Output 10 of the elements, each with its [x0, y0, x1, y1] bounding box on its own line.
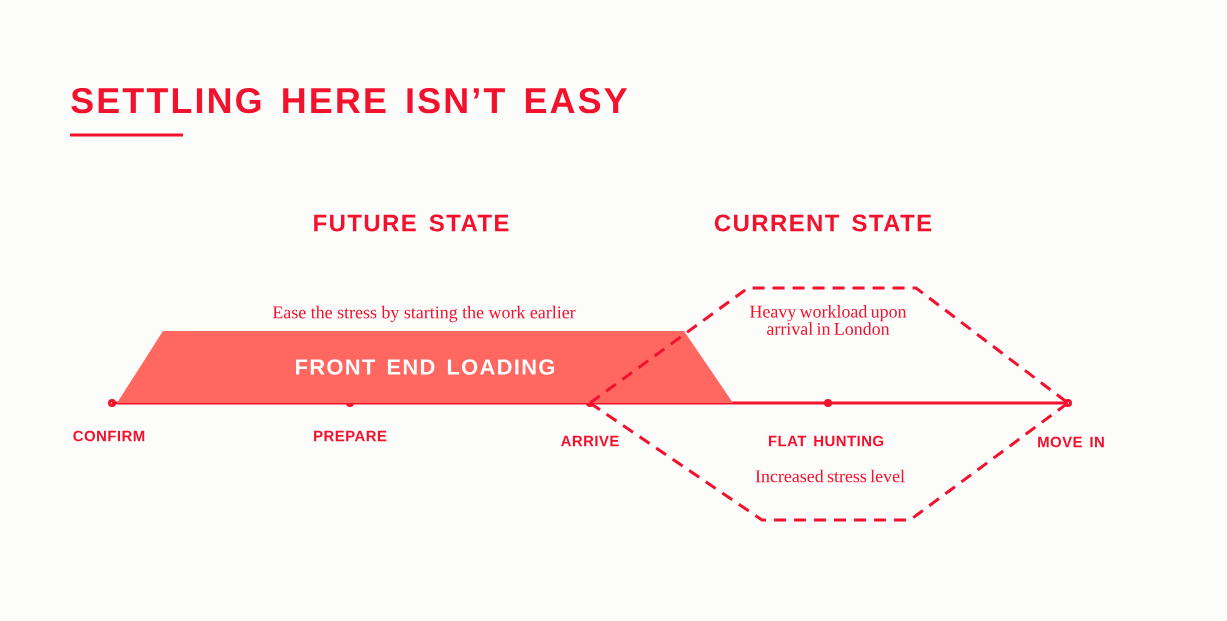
caption-text: Ease the stress by starting the work earlier: [272, 305, 576, 323]
section-heading: FUTURE STATE: [314, 214, 509, 232]
milestone-label: ARRIVE: [561, 435, 619, 447]
milestone-label: MOVE IN: [1038, 436, 1104, 448]
milestone-label: CONFIRM: [73, 430, 145, 442]
section-heading: CURRENT STATE: [714, 214, 932, 232]
title: SETTLING HERE ISN’T EASY: [71, 87, 628, 114]
milestone-label: PREPARE: [314, 430, 387, 442]
milestone-label: FLAT HUNTING: [768, 435, 884, 447]
dashed-outline: Heavy workload upon arrival in London: [589, 286, 1069, 405]
